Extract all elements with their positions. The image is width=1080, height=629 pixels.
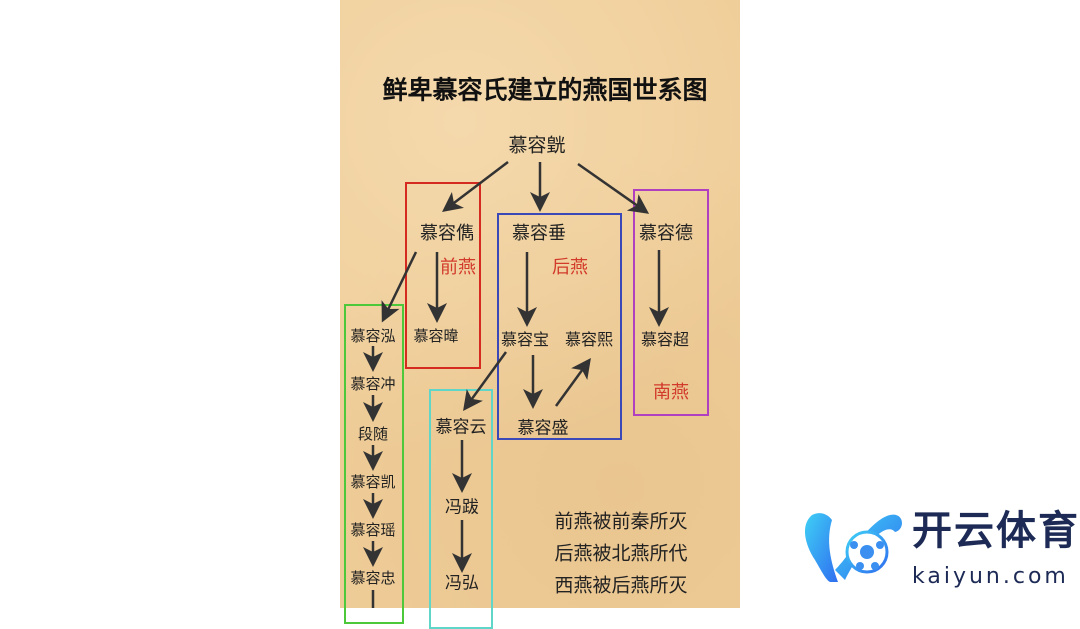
logo-k-icon (804, 513, 838, 582)
label-hou-yan: 后燕 (552, 257, 588, 279)
diagram-title: 鲜卑慕容氏建立的燕国世系图 (382, 75, 708, 105)
node-yun: 慕容云 (435, 417, 487, 438)
arrow (381, 251, 418, 323)
node-yao: 慕容瑶 (350, 520, 396, 539)
node-zhong: 慕容忠 (350, 568, 396, 587)
diagram-paper (340, 0, 740, 608)
node-bao: 慕容宝 (500, 330, 550, 350)
logo-domain: kaiyun.com (912, 564, 1069, 589)
node-jun: 慕容儁 (420, 223, 474, 245)
node-sheng: 慕容盛 (517, 418, 569, 439)
node-chui: 慕容垂 (512, 223, 566, 245)
arrow (554, 357, 591, 407)
logo-mark (804, 513, 902, 582)
node-hong: 慕容泓 (350, 326, 396, 345)
arrows (363, 161, 669, 608)
node-root: 慕容皝 (508, 134, 566, 157)
node-fengba: 冯跋 (445, 497, 479, 518)
arrow (577, 162, 650, 214)
box-hou-yan (497, 213, 622, 440)
box-nan-yan (633, 189, 709, 416)
box-qian-yan (405, 182, 481, 369)
arrow (463, 351, 508, 412)
node-de: 慕容德 (639, 223, 693, 245)
label-nan-yan: 南燕 (653, 382, 689, 404)
note-line: 后燕被北燕所代 (554, 542, 688, 565)
node-duansui: 段随 (357, 424, 389, 443)
arrow (442, 161, 509, 213)
node-chao: 慕容超 (640, 330, 690, 350)
note-line: 西燕被后燕所灭 (554, 574, 688, 597)
node-wei: 慕容暐 (413, 326, 459, 345)
note-line: 前燕被前秦所灭 (554, 510, 688, 533)
label-qian-yan: 前燕 (440, 257, 476, 279)
logo-brand-name: 开云体育 (912, 508, 1080, 554)
node-kai: 慕容凯 (350, 472, 396, 491)
node-xi: 慕容熙 (564, 330, 614, 350)
node-fenghong: 冯弘 (445, 573, 479, 594)
node-chong: 慕容冲 (350, 374, 396, 393)
